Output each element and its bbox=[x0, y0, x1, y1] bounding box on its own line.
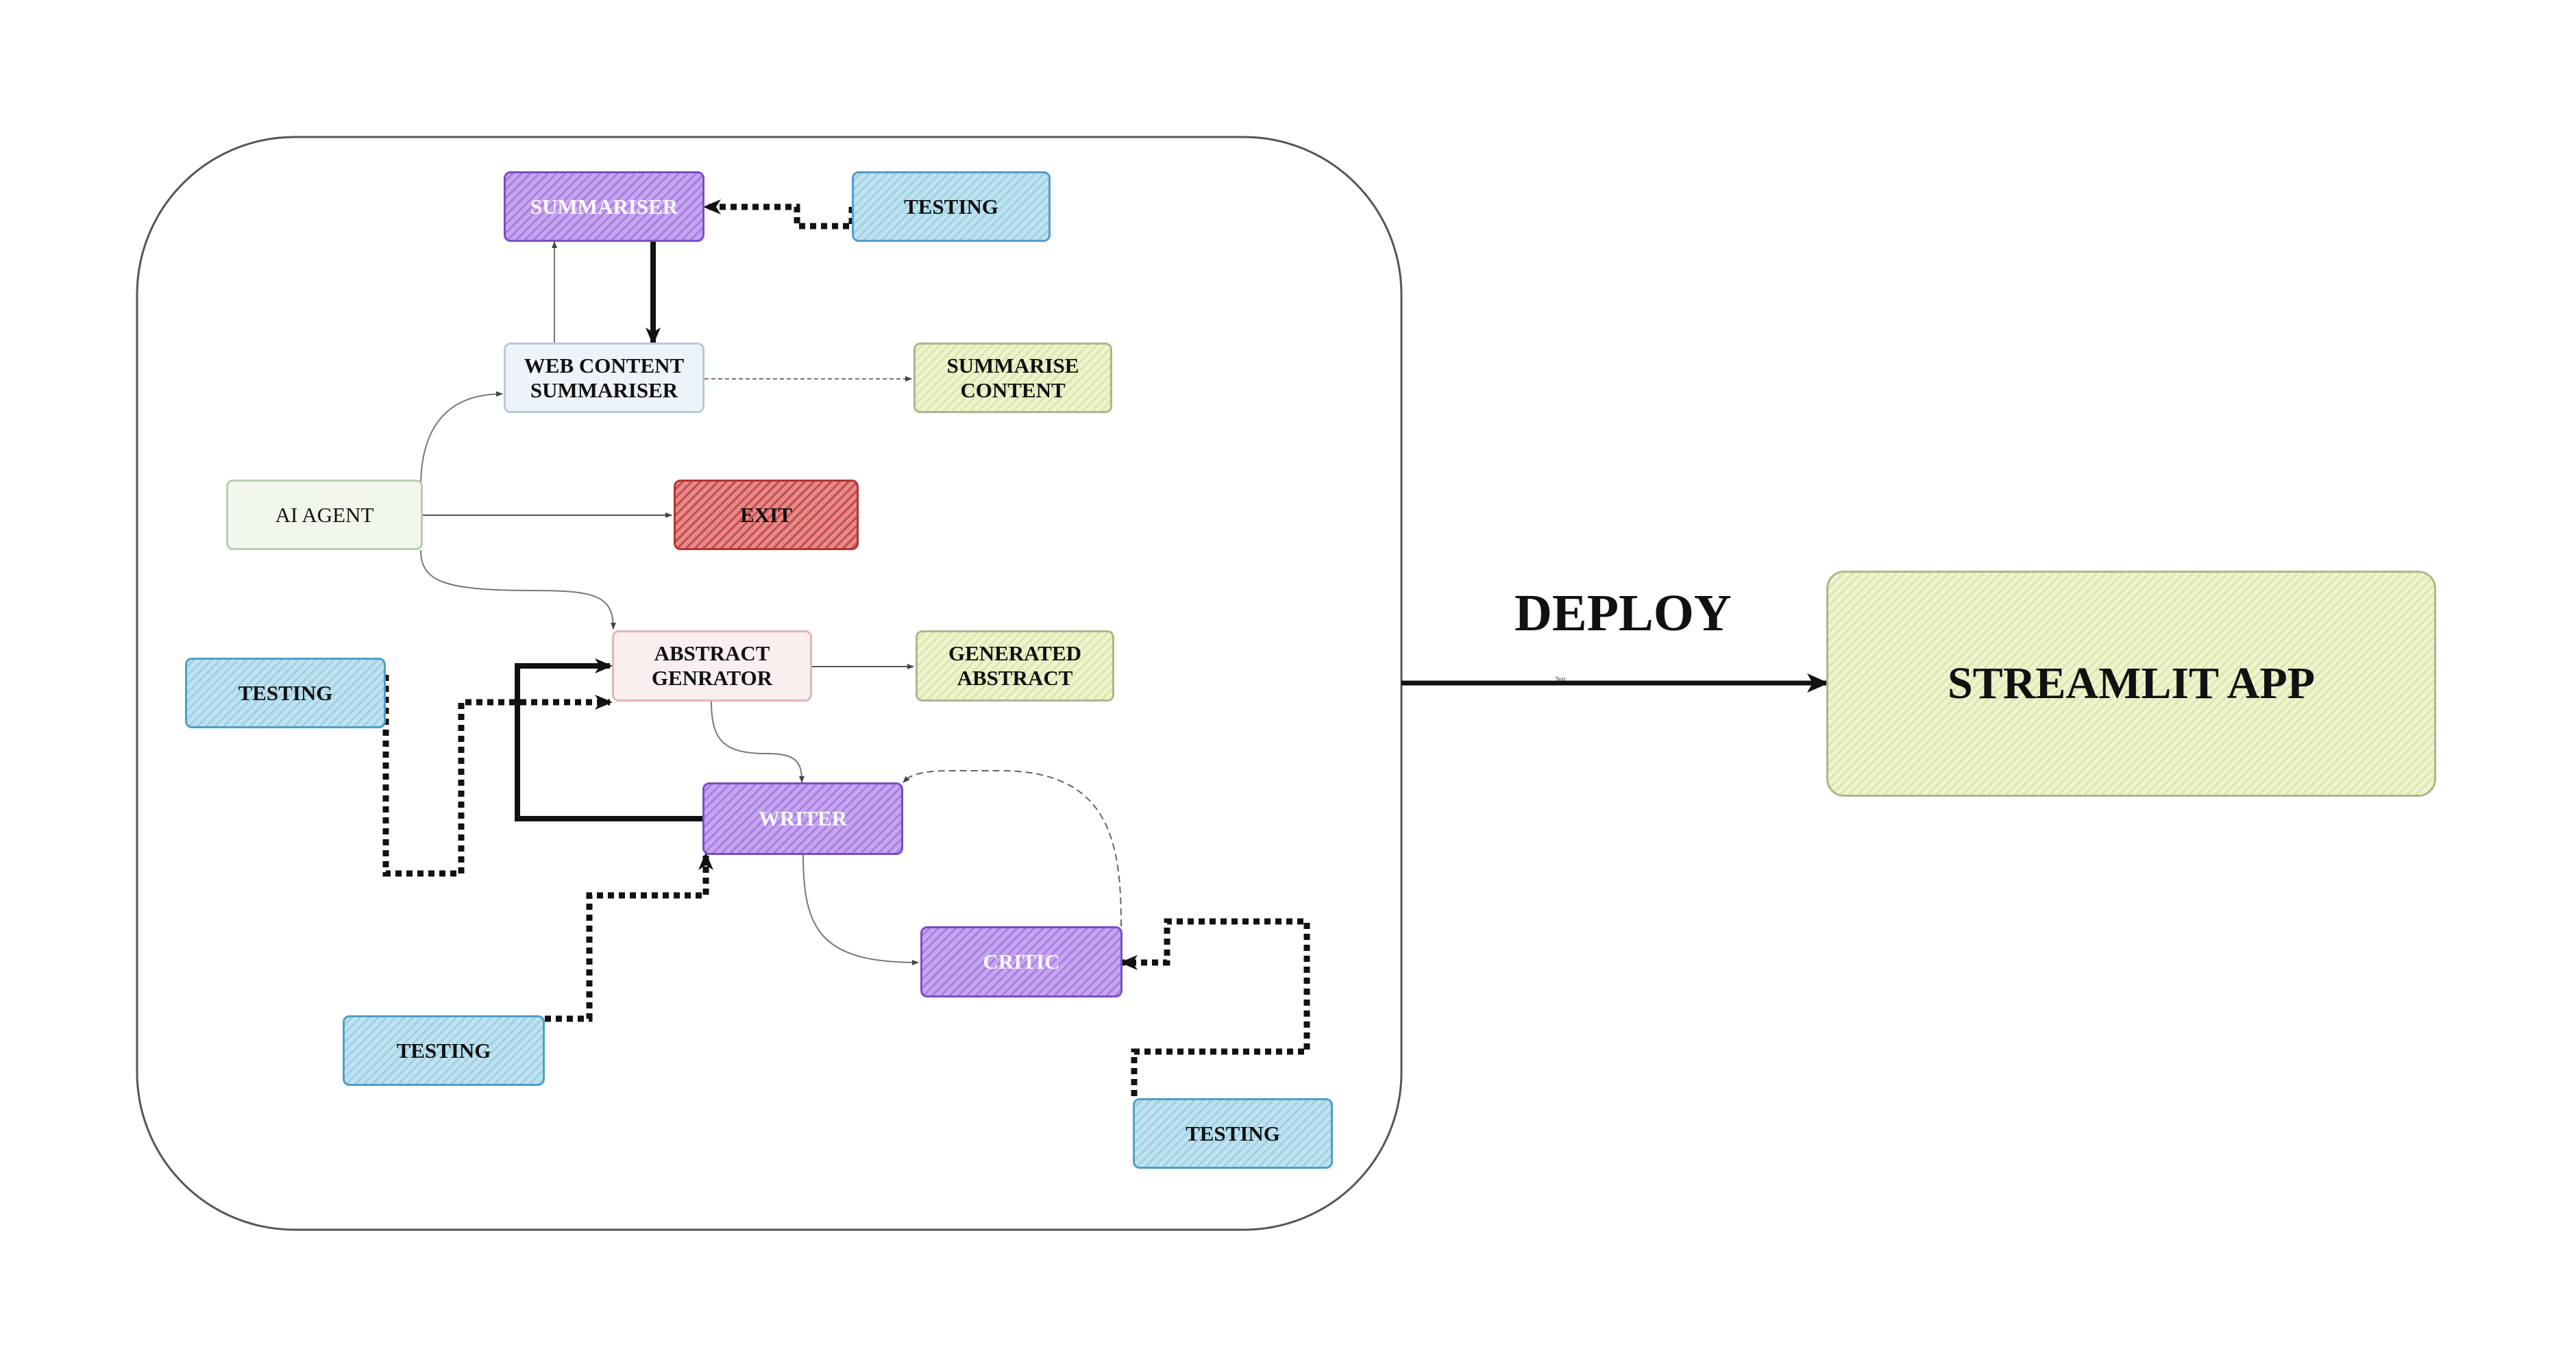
summariser-node: SUMMARISER bbox=[504, 171, 704, 242]
ai-agent-label: AI AGENT bbox=[275, 502, 374, 527]
testing-left-label: TESTING bbox=[238, 680, 333, 705]
edge-writer-to-abstract bbox=[515, 658, 702, 821]
testing-bottom-left-node: TESTING bbox=[343, 1015, 545, 1086]
writer-node: WRITER bbox=[702, 782, 903, 855]
edge-abstract-to-writer bbox=[711, 701, 805, 783]
exit-node: EXIT bbox=[674, 480, 859, 550]
ai-agent-node: AI AGENT bbox=[226, 480, 423, 550]
exit-label: EXIT bbox=[740, 502, 792, 527]
abstract-genrator-line-2: GENRATOR bbox=[651, 666, 773, 690]
critic-label: CRITIC bbox=[983, 950, 1060, 974]
testing-bottom-right-label: TESTING bbox=[1186, 1121, 1280, 1145]
summarise-content-node: SUMMARISE CONTENT bbox=[913, 343, 1112, 413]
abstract-genrator-line-1: ABSTRACT bbox=[654, 641, 770, 665]
web-content-summariser-line-1: WEB CONTENT bbox=[524, 353, 685, 377]
testing-top-node: TESTING bbox=[852, 171, 1051, 242]
deploy-label: DEPLOY bbox=[1514, 584, 1732, 642]
deploy-small-label: Text bbox=[1556, 676, 1566, 682]
web-content-summariser-line-2: SUMMARISER bbox=[530, 377, 678, 402]
testing-top-label: TESTING bbox=[904, 194, 998, 219]
testing-bottom-left-label: TESTING bbox=[396, 1038, 491, 1063]
generated-abstract-line-1: GENERATED bbox=[948, 641, 1082, 665]
generated-abstract-line-2: ABSTRACT bbox=[957, 666, 1073, 690]
critic-node: CRITIC bbox=[920, 926, 1123, 997]
edge-critic-to-writer bbox=[903, 770, 1122, 927]
writer-label: WRITER bbox=[758, 806, 848, 830]
abstract-genrator-node: ABSTRACT GENRATOR bbox=[612, 630, 812, 702]
edge-testing-br-to-critic bbox=[1120, 918, 1310, 1096]
testing-bottom-right-node: TESTING bbox=[1133, 1098, 1333, 1169]
edge-testing-top-to-summariser bbox=[703, 199, 855, 230]
edge-agent-to-abstract bbox=[420, 549, 616, 630]
edge-testing-bl-to-writer bbox=[545, 852, 713, 1022]
web-content-summariser-node: WEB CONTENT SUMMARISER bbox=[504, 343, 704, 413]
testing-left-node: TESTING bbox=[185, 658, 386, 728]
streamlit-app-label: STREAMLIT APP bbox=[1947, 658, 2316, 708]
summariser-label: SUMMARISER bbox=[530, 194, 678, 219]
edge-agent-to-web-summariser bbox=[420, 391, 503, 487]
summarise-content-line-2: CONTENT bbox=[960, 377, 1066, 402]
summarise-content-line-1: SUMMARISE bbox=[946, 353, 1079, 377]
generated-abstract-node: GENERATED ABSTRACT bbox=[916, 630, 1114, 702]
streamlit-app-node: STREAMLIT APP bbox=[1826, 571, 2436, 797]
edge-testing-left-to-abstract bbox=[382, 675, 613, 877]
edge-writer-to-critic bbox=[802, 854, 919, 965]
